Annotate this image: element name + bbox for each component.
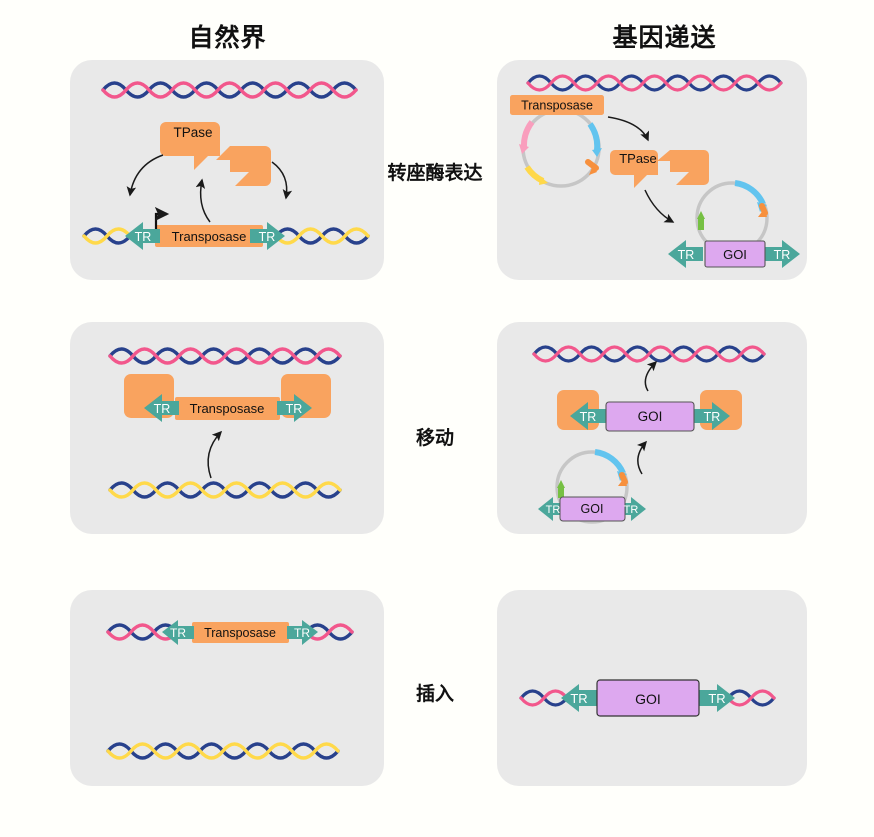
tr-arrow-right bbox=[765, 240, 800, 268]
curved-arrow-lower bbox=[644, 189, 675, 223]
dna-helix-left bbox=[519, 689, 569, 707]
dna-helix-bottom-right bbox=[274, 227, 370, 245]
tr-arrow-left-label: TR bbox=[678, 248, 695, 262]
tr-arrow-left bbox=[538, 497, 566, 521]
r1c2-group: Transposase TPase GOI TR TR bbox=[510, 74, 800, 268]
tr-arrow-right bbox=[277, 394, 312, 422]
row-label-expression: 转座酶表达 bbox=[387, 163, 483, 184]
dna-helix-top bbox=[101, 81, 358, 99]
r1c1-group: TR TR Transposase TPase bbox=[82, 81, 370, 250]
tr-arrow-left-label: TR bbox=[154, 402, 171, 416]
goi-box-label: GOI bbox=[638, 409, 663, 424]
tpase-bubble-left-label: TPase bbox=[619, 151, 657, 166]
goi-box bbox=[559, 496, 626, 522]
tpase-bubble-right bbox=[657, 150, 709, 185]
curved-arrow-up bbox=[207, 430, 223, 479]
goi-box-label: GOI bbox=[581, 502, 604, 516]
tr-arrow-left bbox=[125, 222, 160, 250]
transposase-box bbox=[192, 622, 289, 643]
goi-box-label: GOI bbox=[723, 247, 747, 262]
goi-box bbox=[605, 401, 695, 432]
goi-box bbox=[704, 240, 766, 268]
tr-arrow-left-label: TR bbox=[580, 410, 597, 424]
curved-arrow-up-bottom bbox=[636, 440, 647, 475]
column-title-natural: 自然界 bbox=[188, 24, 267, 52]
tr-arrow-left bbox=[668, 240, 703, 268]
dna-helix-top bbox=[532, 345, 766, 363]
curved-arrow-center bbox=[195, 178, 211, 223]
goi-box-label: GOI bbox=[635, 691, 661, 707]
row-label-mobilization: 移动 bbox=[415, 428, 454, 449]
tr-arrow-left bbox=[162, 620, 194, 645]
tr-arrow-left-label: TR bbox=[570, 691, 587, 706]
tpase-bubble-right bbox=[216, 146, 271, 186]
transposase-box-label: Transposase bbox=[172, 229, 247, 244]
tr-arrow-right-label: TR bbox=[259, 230, 276, 244]
curved-arrow-upper bbox=[607, 116, 650, 142]
helper-plasmid: Transposase bbox=[510, 95, 604, 188]
r2c2-group: GOI TR TR GOI TR TR bbox=[532, 345, 766, 524]
helper-plasmid-gene-label: Transposase bbox=[521, 99, 593, 113]
tr-arrow-right-label: TR bbox=[774, 248, 791, 262]
row-label-insertion: 插入 bbox=[415, 684, 454, 705]
dna-helix-right bbox=[726, 689, 776, 707]
r2c1-group: TR TR Transposase bbox=[108, 347, 342, 499]
tpase-bubble-left: TPase bbox=[160, 122, 220, 170]
curved-arrow-right bbox=[271, 161, 293, 200]
transposase-box-label: Transposase bbox=[190, 401, 265, 416]
dna-helix-top-left bbox=[106, 623, 179, 641]
tr-arrow-left-label: TR bbox=[546, 504, 561, 516]
tpase-bubble-left-label: TPase bbox=[173, 125, 212, 140]
r3c2-group: GOI TR TR bbox=[519, 679, 776, 717]
tr-arrow-left bbox=[570, 402, 606, 430]
tr-arrow-right bbox=[699, 684, 735, 712]
tpase-bubble-left: TPase bbox=[610, 150, 658, 188]
transposase-box bbox=[155, 225, 263, 247]
tr-arrow-right-label: TR bbox=[704, 410, 721, 424]
promoter-arrow bbox=[154, 206, 170, 229]
dna-helix-top bbox=[108, 347, 342, 365]
dna-helix-top-right bbox=[304, 623, 354, 641]
tr-arrow-right-label: TR bbox=[708, 691, 725, 706]
dna-helix-bottom bbox=[108, 481, 342, 499]
tr-arrow-left-label: TR bbox=[135, 230, 152, 244]
tr-arrow-right-label: TR bbox=[624, 504, 639, 516]
tr-arrow-left-label: TR bbox=[170, 626, 186, 640]
curved-arrow-up-top bbox=[644, 360, 658, 392]
r3c1-group: TR TR Transposase bbox=[106, 620, 354, 760]
goi-box bbox=[596, 679, 700, 717]
transposase-box-label: Transposase bbox=[204, 626, 276, 640]
tr-arrow-right bbox=[250, 222, 285, 250]
tr-arrow-right bbox=[694, 402, 730, 430]
tr-arrow-left bbox=[144, 394, 179, 422]
dna-helix-top bbox=[526, 74, 783, 92]
curved-arrow-left bbox=[126, 154, 164, 197]
tr-arrow-left bbox=[561, 684, 597, 712]
tr-arrow-right bbox=[287, 620, 318, 645]
donor-plasmid bbox=[555, 449, 629, 524]
dna-helix-bottom-left bbox=[82, 227, 132, 245]
column-title-gene-delivery: 基因递送 bbox=[612, 24, 717, 52]
tr-arrow-right-label: TR bbox=[286, 402, 303, 416]
transposase-box bbox=[175, 397, 280, 420]
dna-helix-bottom bbox=[106, 742, 340, 760]
tr-arrow-right-label: TR bbox=[294, 626, 310, 640]
